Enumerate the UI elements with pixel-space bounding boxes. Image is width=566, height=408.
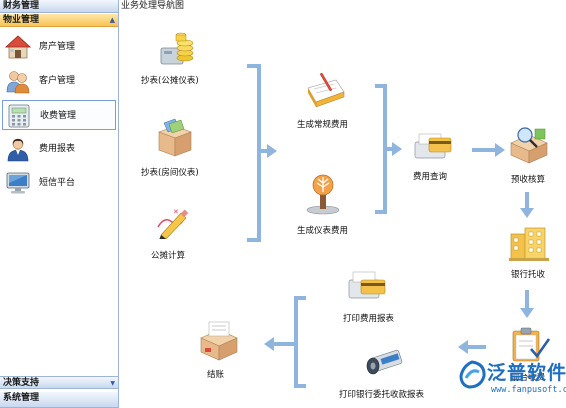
document-pen-icon (307, 72, 345, 108)
group-decision-label: 决策支持 (3, 378, 40, 388)
node-label: 生成仪表费用 (297, 226, 349, 236)
sidebar-item-label: 短信平台 (39, 178, 76, 188)
node-label: 预收核算 (511, 175, 546, 185)
sidebar-item-label: 房产管理 (39, 42, 76, 52)
node-label: 前台收费 (511, 373, 546, 383)
node-label: 生成常规费用 (297, 120, 349, 130)
svg-text:✕: ✕ (173, 208, 179, 216)
arrow-left (458, 340, 468, 354)
arrow-right (392, 142, 402, 156)
group-finance-label: 财务管理 (3, 1, 40, 11)
magnifier-box-icon (510, 127, 548, 164)
node-label: 抄表(房间仪表) (141, 168, 199, 178)
node-label: 打印银行委托收款报表 (339, 390, 425, 400)
node-label: 打印费用报表 (343, 314, 395, 324)
group-property-label: 物业管理 (3, 15, 40, 25)
box-stack-icon (200, 321, 238, 361)
expand-down-icon[interactable]: ▼ (110, 380, 115, 387)
sidebar-item-customers[interactable]: 客户管理 (2, 66, 116, 96)
sidebar-item-fee-report[interactable]: 费用报表 (2, 134, 116, 164)
clipboard-check-icon (512, 327, 551, 362)
bracket-bottom (294, 296, 306, 388)
flow-panel: 业务处理导航图 (119, 0, 566, 408)
node-label: 结账 (207, 370, 225, 380)
arrow-right (495, 143, 505, 157)
sidebar-item-sms[interactable]: 短信平台 (2, 168, 116, 198)
person-report-icon (7, 138, 29, 162)
group-system-label: 系统管理 (3, 393, 40, 403)
card-printer-icon (414, 133, 452, 159)
brand-logo: 泛普软件 www.fanpusoft.com (457, 358, 566, 408)
print-card-icon (348, 271, 386, 299)
bracket-left (247, 64, 261, 242)
arrow-left (264, 337, 274, 351)
node-label: 银行托收 (511, 270, 546, 280)
plant-stamp-icon (306, 174, 340, 215)
bracket-mid (375, 84, 387, 214)
sidebar-item-label: 费用报表 (39, 144, 76, 154)
bank-building-icon (509, 227, 549, 261)
sidebar-item-label: 客户管理 (39, 76, 76, 86)
group-property[interactable]: 物业管理 ▲ (0, 14, 118, 27)
group-system[interactable]: 系统管理 (0, 392, 118, 408)
sidebar-item-billing[interactable]: 收费管理 (2, 100, 116, 130)
coin-stack-icon (160, 32, 194, 65)
pencil-chart-icon: ✕ (157, 208, 189, 239)
arrow-down (520, 308, 534, 318)
group-decision[interactable]: 决策支持 ▼ (0, 376, 118, 389)
monitor-icon (6, 172, 30, 194)
group-finance[interactable]: 财务管理 (0, 0, 118, 13)
brand-url: www.fanpusoft.com (491, 385, 566, 395)
node-label: 公摊计算 (151, 251, 186, 261)
page-title: 业务处理导航图 (121, 1, 185, 11)
node-label: 费用查询 (413, 172, 448, 182)
sidebar: 财务管理 物业管理 ▲ 房产管理 客户管理 (0, 0, 119, 408)
brand-mark-icon (459, 360, 486, 389)
flow-connectors (247, 64, 534, 388)
folder-box-icon (158, 118, 192, 157)
arrow-right (267, 144, 277, 158)
calculator-icon (8, 104, 30, 128)
brand-name: 泛普软件 (487, 362, 566, 384)
collapse-up-icon[interactable]: ▲ (109, 16, 115, 24)
film-roll-icon (366, 349, 403, 375)
arrow-down (520, 208, 534, 218)
users-icon (6, 71, 30, 94)
node-label: 抄表(公摊仪表) (141, 76, 199, 86)
house-icon (5, 35, 31, 59)
sidebar-item-house[interactable]: 房产管理 (2, 32, 116, 62)
sidebar-item-label: 收费管理 (40, 111, 77, 121)
